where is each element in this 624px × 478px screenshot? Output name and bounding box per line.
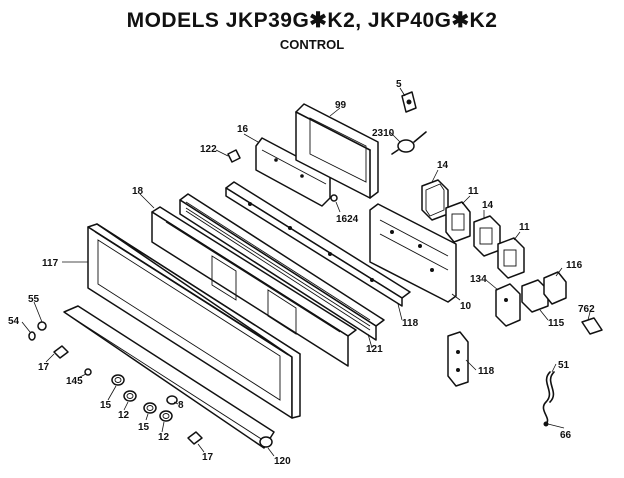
bracket-116 xyxy=(543,271,567,305)
part-labels: 5 99 2310 16 122 14 11 14 11 18 1624 117… xyxy=(8,79,595,467)
trim-strip-120 xyxy=(63,305,275,449)
label-12a: 12 xyxy=(118,410,130,421)
housing-99 xyxy=(295,103,379,199)
bracket-118-lower xyxy=(447,331,469,387)
keyboard-board-121 xyxy=(179,193,385,341)
label-5: 5 xyxy=(396,79,402,90)
screw-5 xyxy=(401,91,417,113)
bracket-118-upper xyxy=(225,181,411,307)
label-66: 66 xyxy=(560,430,572,441)
knob-55 xyxy=(37,321,47,331)
knob-17b xyxy=(187,431,203,445)
label-117: 117 xyxy=(42,258,59,269)
label-11a: 11 xyxy=(468,186,479,197)
label-134: 134 xyxy=(470,274,487,285)
label-54: 54 xyxy=(8,316,20,327)
sensor-2310 xyxy=(391,131,427,155)
label-16: 16 xyxy=(237,124,249,135)
label-14b: 14 xyxy=(482,200,494,211)
label-122: 122 xyxy=(200,144,217,155)
label-51: 51 xyxy=(558,360,570,371)
label-11b: 11 xyxy=(519,222,530,233)
relay-11b xyxy=(497,237,525,279)
label-15a: 15 xyxy=(100,400,112,411)
knob-15a xyxy=(111,374,125,386)
knob-145 xyxy=(84,368,92,376)
switch-115 xyxy=(521,279,549,313)
relay-14b xyxy=(473,215,501,257)
label-99: 99 xyxy=(335,100,347,111)
screw-122 xyxy=(227,149,241,163)
label-15b: 15 xyxy=(138,422,150,433)
label-145: 145 xyxy=(66,376,83,387)
label-120: 120 xyxy=(274,456,291,467)
clip-762 xyxy=(581,317,603,335)
label-762: 762 xyxy=(578,304,595,315)
label-121: 121 xyxy=(366,344,383,355)
label-8: 8 xyxy=(178,400,184,411)
knob-17a xyxy=(53,345,69,359)
label-115: 115 xyxy=(548,318,565,329)
label-17a: 17 xyxy=(38,362,50,373)
knob-15b xyxy=(143,402,157,414)
label-14a: 14 xyxy=(437,160,449,171)
label-55: 55 xyxy=(28,294,40,305)
label-12b: 12 xyxy=(158,432,170,443)
leader-lines xyxy=(21,87,591,457)
label-2310: 2310 xyxy=(372,128,395,139)
label-17b: 17 xyxy=(202,452,214,463)
front-panel-117 xyxy=(87,223,301,419)
relay-11a xyxy=(445,201,471,243)
control-board-10 xyxy=(369,203,457,303)
label-18: 18 xyxy=(132,186,144,197)
label-1624: 1624 xyxy=(336,214,359,225)
bracket-16 xyxy=(255,137,331,207)
label-10: 10 xyxy=(460,301,472,312)
knob-12a xyxy=(123,390,137,402)
screw-1624 xyxy=(330,194,338,202)
diagram-title: MODELS JKP39G✱K2, JKP40G✱K2 xyxy=(126,9,498,32)
wire-harness-51 xyxy=(542,371,555,427)
label-118a: 118 xyxy=(402,318,419,329)
terminal-block-134 xyxy=(495,283,521,327)
label-118b: 118 xyxy=(478,366,495,377)
diagram-subtitle: CONTROL xyxy=(279,37,345,52)
relay-14a xyxy=(421,179,449,221)
overlay-glass-18 xyxy=(151,206,357,367)
knob-12b xyxy=(159,410,173,422)
screw-54 xyxy=(28,331,36,341)
label-116: 116 xyxy=(566,260,583,271)
